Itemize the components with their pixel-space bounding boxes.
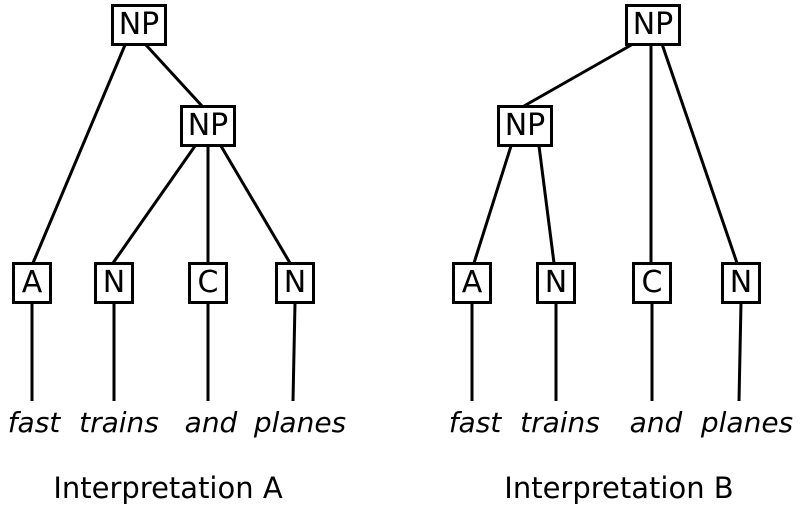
tree-b-leaf-c-node: C [632, 262, 672, 304]
tree-b-word-fast: fast [448, 406, 502, 439]
tree-b-edge-np2-to-a [472, 145, 513, 264]
tree-b-word-planes: planes [700, 406, 794, 439]
tree-a-word-planes: planes [253, 406, 347, 439]
tree-b-word-trains: trains [520, 406, 600, 439]
tree-a-edge-np2-to-n2 [219, 145, 292, 264]
tree-a-leaf-n1-node: N [94, 262, 134, 304]
tree-b-edge-root-to-n2 [660, 43, 739, 264]
tree-a-root-np-node: NP [111, 4, 167, 46]
tree-b-leaf-n2-node: N [721, 262, 761, 304]
tree-b-leaf-n1-node: N [536, 262, 576, 304]
tree-a-word-fast: fast [7, 406, 61, 439]
caption-interpretation-a: Interpretation A [53, 471, 283, 505]
tree-a-leaf-n2-node: N [275, 262, 315, 304]
tree-b-sub-np-node: NP [497, 105, 553, 147]
tree-b-word-and: and [629, 406, 683, 439]
tree-a-sub-np-node: NP [180, 105, 236, 147]
tree-b-leaf-a-node: A [452, 262, 492, 304]
tree-a-word-and: and [184, 406, 238, 439]
tree-a-leaf-c-node: C [188, 262, 228, 304]
tree-b-edge-np2-to-n1 [537, 145, 556, 264]
tree-a-edge-root-to-np2 [144, 43, 204, 108]
tree-a-edge-np2-to-n1 [111, 145, 197, 264]
tree-b-edge-root-to-np2 [523, 42, 634, 108]
tree-a-leaf-a-node: A [12, 262, 52, 304]
caption-interpretation-b: Interpretation B [504, 471, 734, 505]
tree-a-edge-root-to-a [31, 44, 127, 264]
tree-b-stem-planes [737, 302, 743, 402]
tree-a-word-trains: trains [79, 406, 159, 439]
tree-b-root-np-node: NP [625, 4, 681, 46]
tree-a-stem-planes [291, 302, 297, 402]
